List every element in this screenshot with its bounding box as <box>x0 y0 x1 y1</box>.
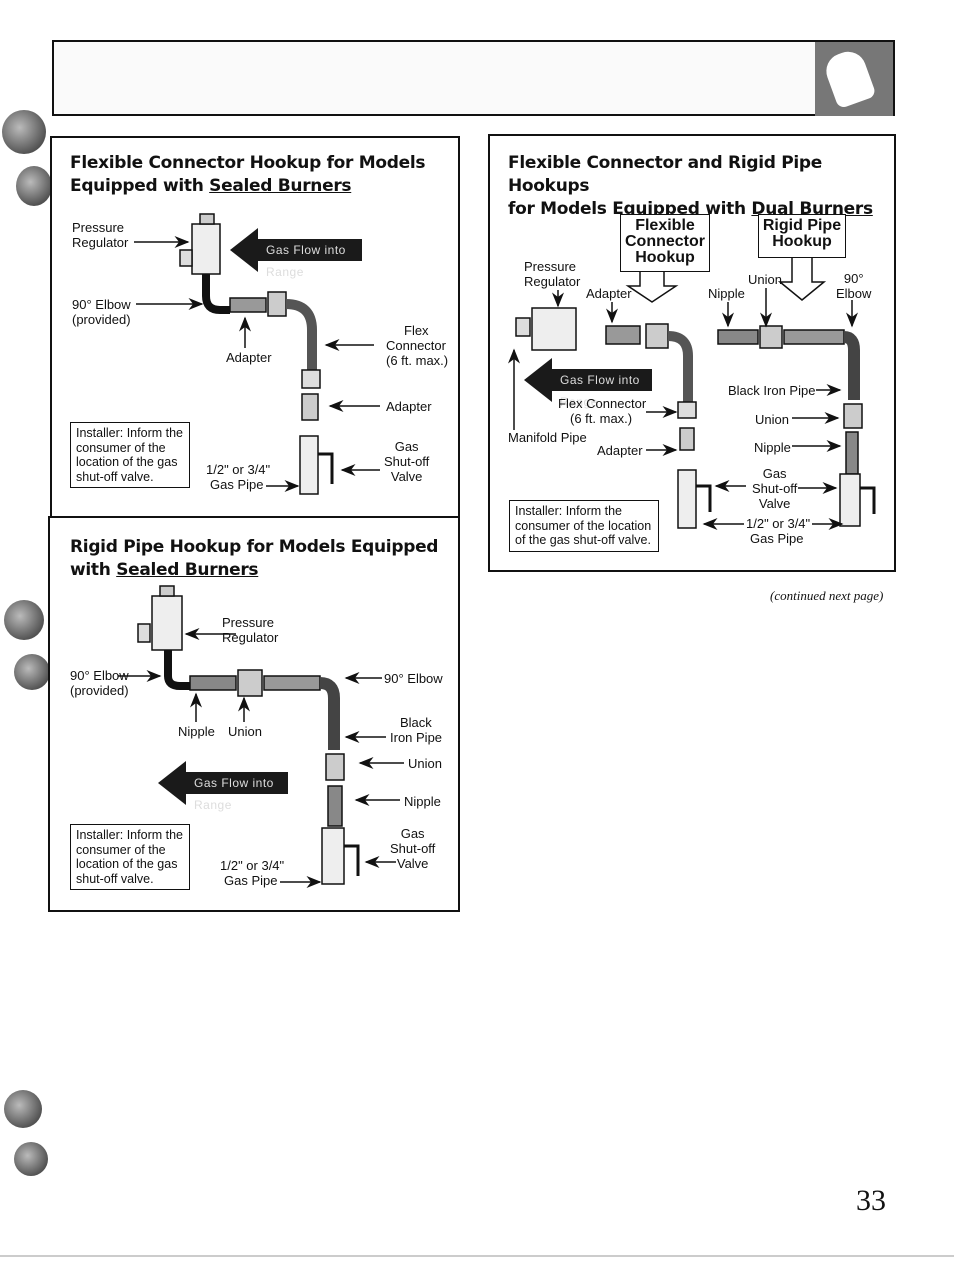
label-gas-pipe: 1/2" or 3/4"Gas Pipe <box>746 516 811 546</box>
title-underlined: Sealed Burners <box>116 560 259 580</box>
title-line-2: with <box>70 560 117 580</box>
page-number: 33 <box>856 1184 886 1217</box>
label-union-right: Union <box>755 412 789 427</box>
label-manifold-pipe: Manifold Pipe <box>508 430 587 445</box>
flow-arrow-tip <box>158 761 186 805</box>
label-union: Union <box>228 724 262 739</box>
section-title-rigid-sealed: Rigid Pipe Hookup for Models Equipped wi… <box>70 536 450 582</box>
label-90-elbow-right: 90° Elbow <box>384 671 443 686</box>
title-underlined: Sealed Burners <box>209 176 352 196</box>
flow-arrow-tip <box>230 228 258 272</box>
flow-arrow-tip <box>524 358 552 402</box>
gas-flow-arrow: Gas Flow into Range <box>184 772 288 812</box>
title-line-1: Flexible Connector Hookup for Models <box>70 153 426 173</box>
label-90-elbow: 90° Elbow(provided) <box>72 297 131 327</box>
label-union-right: Union <box>408 756 442 771</box>
installer-note: Installer: Inform the consumer of the lo… <box>70 824 190 890</box>
label-gas-pipe: 1/2" or 3/4"Gas Pipe <box>220 858 285 888</box>
binder-hole-6 <box>14 1142 48 1176</box>
binder-hole-5 <box>4 1090 42 1128</box>
label-adapter-top: Adapter <box>586 286 632 301</box>
label-90-elbow: 90° Elbow(provided) <box>70 668 129 698</box>
label-nipple: Nipple <box>178 724 215 739</box>
label-black-iron-pipe: Black Iron Pipe <box>728 383 816 398</box>
label-gas-pipe: 1/2" or 3/4"Gas Pipe <box>206 462 271 492</box>
gas-flow-arrow: Gas Flow into Range <box>550 369 652 409</box>
section-title-flexible-sealed: Flexible Connector Hookup for Models Equ… <box>70 152 450 198</box>
installer-note: Installer: Inform the consumer of the lo… <box>509 500 659 552</box>
label-nipple-right: Nipple <box>404 794 441 809</box>
binder-hole-4 <box>14 654 50 690</box>
panel-flexible-sealed <box>50 136 460 518</box>
pressure-regulator-drawing <box>179 213 230 314</box>
header-banner <box>52 40 895 116</box>
gas-flow-arrow: Gas Flow into Range <box>256 239 362 279</box>
continued-note: (continued next page) <box>770 588 884 603</box>
title-line-1: Flexible Connector and Rigid Pipe Hookup… <box>508 153 823 196</box>
label-flex-connector: Flex Connector(6 ft. max.) <box>558 396 647 426</box>
binder-hole-2 <box>16 166 52 206</box>
label-union-top: Union <box>748 272 782 287</box>
installer-note: Installer: Inform the consumer of the lo… <box>70 422 190 488</box>
label-nipple-right: Nipple <box>754 440 791 455</box>
label-adapter: Adapter <box>226 350 272 365</box>
title-line-2: Equipped with <box>70 176 210 196</box>
label-90-elbow: 90°Elbow <box>836 271 872 301</box>
label-nipple-top: Nipple <box>708 286 745 301</box>
binder-hole-1 <box>2 110 46 154</box>
section-title-dual: Flexible Connector and Rigid Pipe Hookup… <box>508 152 888 221</box>
label-adapter-bottom: Adapter <box>597 443 643 458</box>
binder-hole-3 <box>4 600 44 640</box>
label-adapter-2: Adapter <box>386 399 432 414</box>
panel-rigid-sealed <box>48 516 460 912</box>
title-line-1: Rigid Pipe Hookup for Models Equipped <box>70 537 439 557</box>
hand-illustration <box>815 42 893 116</box>
